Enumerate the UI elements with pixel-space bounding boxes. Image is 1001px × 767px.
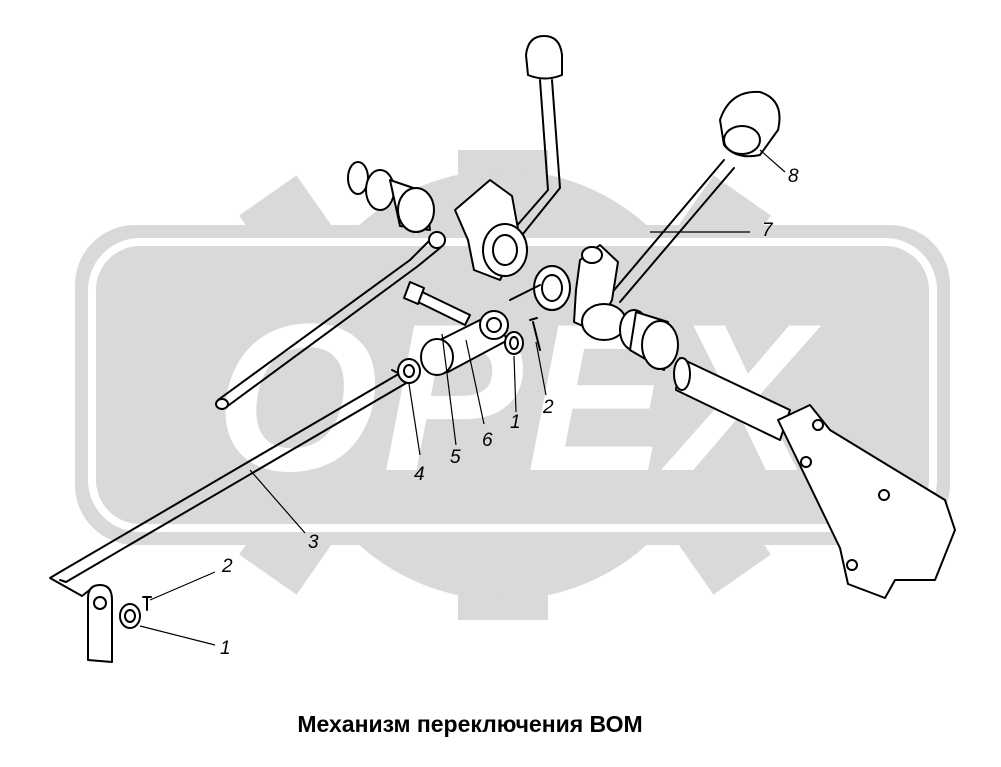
shaft-bracket (673, 357, 956, 599)
callout-4: 4 (414, 464, 425, 485)
callout-2-bottom: 2 (221, 556, 233, 577)
diagram-caption: Механизм переключения ВОМ (297, 711, 642, 737)
leader-lines (139, 149, 786, 646)
bushing-right (619, 309, 679, 371)
callout-5: 5 (450, 447, 461, 468)
pin-2-mid (529, 317, 541, 351)
knob-8 (719, 90, 781, 158)
bushing-top (347, 161, 435, 233)
callout-6: 6 (482, 430, 493, 451)
callout-1-bottom: 1 (220, 638, 231, 659)
watermark-band (75, 225, 950, 545)
lever-7 (573, 159, 735, 341)
bottom-bracket (87, 584, 152, 663)
ring-right (509, 265, 571, 311)
callout-7: 7 (762, 220, 774, 241)
callout-2-mid: 2 (542, 397, 554, 418)
callout-3: 3 (308, 532, 319, 553)
bolt-5 (403, 281, 471, 326)
callout-labels: 8 7 2 1 6 5 4 3 2 1 (220, 166, 799, 659)
callout-1-mid: 1 (510, 412, 521, 433)
callout-8: 8 (788, 166, 799, 187)
watermark-logo: OPEX (75, 150, 950, 620)
shift-lever-left (215, 35, 563, 410)
fork-upper (454, 179, 528, 281)
fork-6 (420, 310, 509, 376)
washer-1-mid (504, 331, 524, 355)
nut-4 (397, 358, 421, 384)
